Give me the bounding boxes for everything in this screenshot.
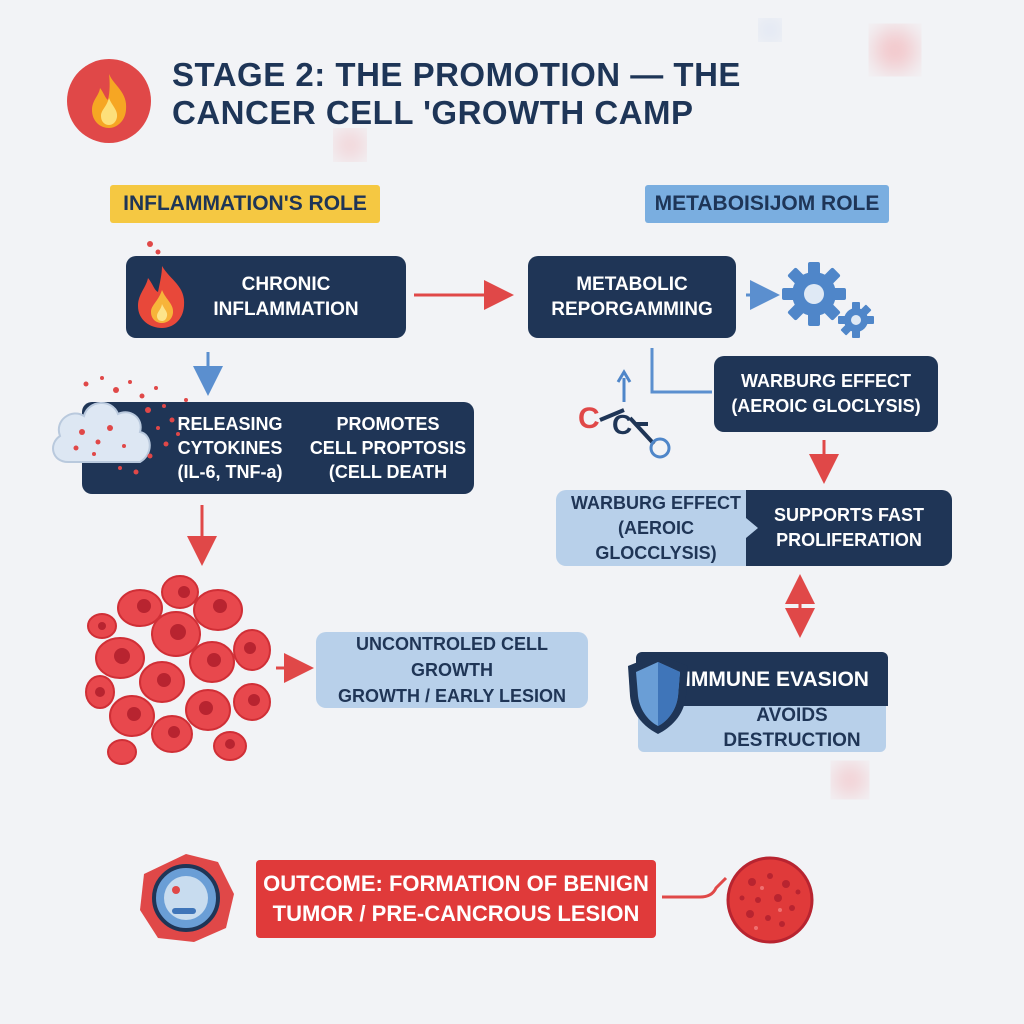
tumor-icon (726, 856, 814, 944)
flame-icon (67, 59, 151, 143)
node-uncontrolled-line-1: UNCONTROLED CELL GROWTH (356, 634, 548, 680)
node-apoptosis-line-2: CELL PROPTOSIS (309, 438, 467, 458)
page-title-line-2: CANCER CELL 'GROWTH CAMP (172, 94, 694, 131)
node-apoptosis-line-3: (CELL DEATH (328, 462, 448, 482)
page-title-line-1: STAGE 2: THE PROMOTION — THE (172, 56, 741, 93)
node-cytokines: RELEASING CYTOKINES (IL-6, TNF-a) (160, 404, 300, 492)
flame-icon (138, 241, 185, 328)
section-label-metabolism: METABOISIJOM ROLE (645, 185, 889, 223)
node-warburg-effect-2: WARBURG EFFECT (AEROIC GLOCCLYSIS) (556, 490, 776, 566)
node-warburg1-line-1: WARBURG EFFECT (741, 371, 911, 391)
section-label-inflammation: INFLAMMATION'S ROLE (110, 185, 380, 223)
node-proliferation-line-2: PROLIFERATION (776, 530, 922, 550)
node-outcome: OUTCOME: FORMATION OF BENIGN TUMOR / PRE… (256, 860, 656, 938)
node-uncontrolled-line-2: GROWTH / EARLY LESION (337, 686, 567, 706)
node-metabolic-reprogramming: METABOLIC REPORGAMMING (528, 256, 736, 338)
svg-text:C: C (578, 402, 600, 435)
node-outcome-line-2: TUMOR / PRE-CANCROUS LESION (272, 901, 640, 926)
node-metabolic-line-2: REPORGAMMING (551, 299, 713, 320)
molecule-icon: C C (578, 369, 671, 459)
page-title: STAGE 2: THE PROMOTION — THE CANCER CELL… (172, 56, 772, 132)
shield-icon (628, 654, 688, 734)
cloud-icon (52, 376, 188, 475)
node-chronic-line-2: INFLAMMATION (213, 299, 359, 320)
node-warburg2-line-1: WARBURG EFFECT (571, 492, 741, 513)
node-metabolic-line-1: METABOLIC (576, 274, 688, 295)
connector-outcome-to-tumor (662, 876, 728, 899)
cell-icon (140, 854, 234, 942)
connector-metabolic-to-warburg (650, 348, 712, 394)
cell-cluster-icon (85, 575, 271, 765)
node-warburg2-line-2: (AEROIC GLOCCLYSIS) (595, 517, 717, 563)
node-cytokines-line-1: RELEASING (177, 414, 283, 434)
svg-text:C: C (612, 409, 632, 440)
node-cytokines-line-3: (IL-6, TNF-a) (177, 462, 283, 482)
chevron-connector (746, 490, 758, 566)
gears-icon (782, 262, 874, 338)
node-chronic-line-1: CHRONIC (241, 274, 331, 295)
node-apoptosis: PROMOTES CELL PROPTOSIS (CELL DEATH (308, 404, 468, 492)
node-warburg1-line-2: (AEROIC GLOCLYSIS) (731, 396, 921, 416)
node-proliferation-line-1: SUPPORTS FAST (773, 505, 925, 525)
node-apoptosis-line-1: PROMOTES (336, 414, 440, 434)
node-cytokines-line-2: CYTOKINES (177, 438, 283, 458)
node-uncontrolled-growth: UNCONTROLED CELL GROWTH GROWTH / EARLY L… (316, 632, 588, 708)
node-proliferation: SUPPORTS FAST PROLIFERATION (746, 490, 952, 566)
node-outcome-line-1: OUTCOME: FORMATION OF BENIGN (263, 871, 649, 896)
node-warburg-effect-1: WARBURG EFFECT (AEROIC GLOCLYSIS) (714, 356, 938, 432)
